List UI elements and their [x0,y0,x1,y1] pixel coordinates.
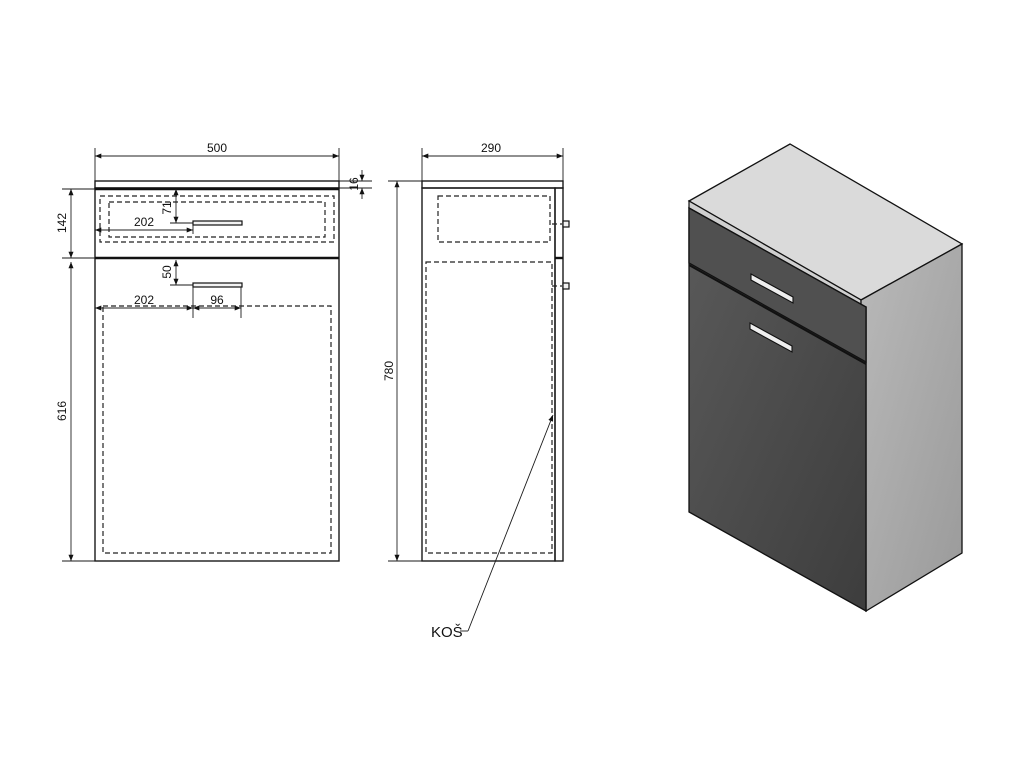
side-door-handle [562,282,570,290]
front-view: 500 16 142 616 71 202 50 202 96 [55,141,372,562]
bin-label: KOŠ [431,624,463,641]
front-carcass [94,187,340,562]
iso-drawer-gap [688,264,867,365]
dim-handle-length-text: 96 [210,293,224,307]
iso-door-handle [749,322,793,353]
drawer-hidden-inner [108,201,326,238]
side-carcass [421,187,556,562]
side-top-plate [421,180,564,189]
iso-drawer-front [688,206,867,364]
side-front-panel [554,187,564,562]
iso-side-face [860,242,963,613]
dim-door-handle-offset-text: 50 [160,265,174,279]
bin-leader [467,414,554,632]
side-drawer-hidden [437,195,551,243]
dim-drawer-handle-offset-text: 71 [160,201,174,215]
dim-width-text: 500 [207,141,227,155]
side-drawer-handle [562,220,570,228]
side-view: 290 780 KOŠ [382,141,570,641]
front-top-plate [94,180,340,189]
door-hidden-outline [102,305,332,554]
isometric-view [687,143,964,613]
dim-drawer-handle-side-text: 202 [134,215,154,229]
dim-depth-text: 290 [481,141,501,155]
door-handle [192,282,243,288]
drawer-hidden-outer [99,195,335,243]
dim-drawer-text: 142 [55,213,69,233]
iso-drawer-handle [750,273,794,304]
dim-door-handle-side-text: 202 [134,293,154,307]
side-body-hidden [425,261,553,554]
dim-door-text: 616 [55,401,69,421]
dim-top-text: 16 [347,177,361,191]
dim-height-text: 780 [382,361,396,381]
drawer-handle [192,220,243,226]
